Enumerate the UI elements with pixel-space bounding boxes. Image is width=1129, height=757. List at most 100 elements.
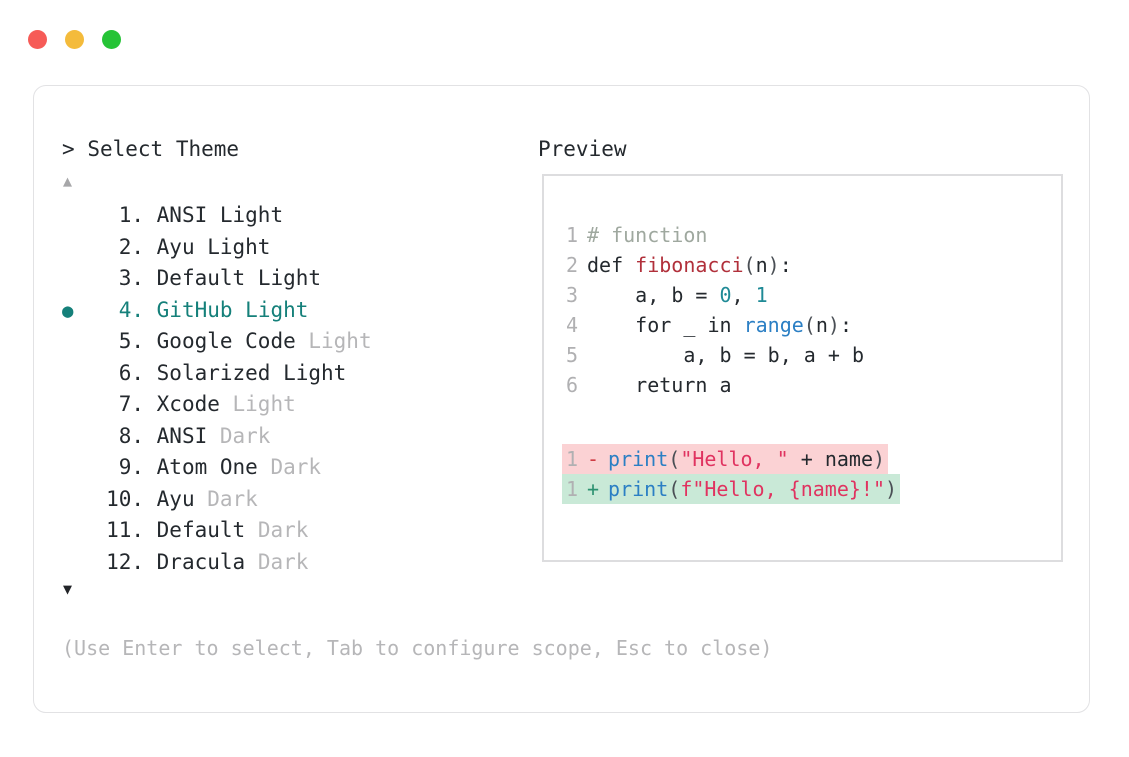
selection-bullet-icon: ● <box>62 264 92 296</box>
theme-list-item[interactable]: ●2. Ayu Light <box>62 232 512 264</box>
theme-list-item[interactable]: ●9. Atom One Dark <box>62 452 512 484</box>
code-line: 3 a, b = 0, 1 <box>562 280 1051 310</box>
code-token <box>813 447 825 471</box>
theme-list-item[interactable]: ●8. ANSI Dark <box>62 421 512 453</box>
theme-list-item[interactable]: ●12. Dracula Dark <box>62 547 512 579</box>
selection-bullet-icon: ● <box>62 548 92 580</box>
theme-list: ●1. ANSI Light●2. Ayu Light●3. Default L… <box>62 200 512 578</box>
code-token: ) <box>767 253 780 277</box>
code-token: : <box>779 253 792 277</box>
code-token: def <box>587 253 624 277</box>
theme-item-name: Google Code <box>156 329 309 353</box>
code-token: _ <box>683 313 696 337</box>
code-token: f"Hello, {name}!" <box>680 477 886 501</box>
theme-item-name: Solarized <box>156 360 284 385</box>
theme-item-index: 10. <box>106 486 144 511</box>
theme-list-pane: ▲ ●1. ANSI Light●2. Ayu Light●3. Default… <box>62 170 512 600</box>
theme-list-item[interactable]: ●3. Default Light <box>62 263 512 295</box>
theme-item-variant: Light <box>207 234 271 259</box>
theme-item-gap <box>144 200 157 232</box>
theme-list-item[interactable]: ●6. Solarized Light <box>62 358 512 390</box>
code-token: a <box>683 343 696 367</box>
scroll-down-arrow-icon[interactable]: ▼ <box>63 580 73 598</box>
code-token: b <box>719 343 732 367</box>
code-token: , <box>779 343 792 367</box>
code-token <box>683 283 695 307</box>
minimize-dot-icon[interactable] <box>65 30 84 49</box>
code-token: print <box>608 477 669 501</box>
theme-item-gap <box>144 263 157 295</box>
code-token <box>789 447 801 471</box>
diff-sign: - <box>587 447 600 471</box>
code-token: fibonacci <box>635 253 744 277</box>
code-token: ) <box>827 313 840 337</box>
code-token <box>756 343 768 367</box>
code-token: , <box>731 283 744 307</box>
selection-bullet-icon: ● <box>62 201 92 233</box>
code-token <box>816 343 828 367</box>
code-token <box>587 373 635 397</box>
code-token: ( <box>668 447 681 471</box>
code-token <box>744 283 756 307</box>
code-token <box>732 343 744 367</box>
code-token: # function <box>587 223 708 247</box>
code-token <box>659 283 671 307</box>
theme-item-gap <box>144 389 157 421</box>
theme-item-gap <box>144 358 157 390</box>
code-token <box>707 343 719 367</box>
theme-list-item[interactable]: ●5. Google Code Light <box>62 326 512 358</box>
code-token <box>623 253 635 277</box>
code-source: return a <box>578 370 732 400</box>
code-line: 4 for _ in range(n): <box>562 310 1051 340</box>
code-token: for <box>635 313 672 337</box>
preview-panel: 1 # function 2 def fibonacci ( n): 3 a, b = 0,… <box>542 174 1063 562</box>
code-token <box>695 313 707 337</box>
theme-item-variant: Light <box>232 392 296 416</box>
theme-list-item[interactable]: ●10. Ayu Dark <box>62 484 512 516</box>
selection-bullet-icon: ● <box>62 516 92 548</box>
line-number: 2 <box>565 253 578 277</box>
selection-bullet-icon: ● <box>62 453 92 485</box>
code-token: ) <box>885 477 898 501</box>
theme-list-item[interactable]: ●4. GitHub Light <box>62 295 512 327</box>
close-dot-icon[interactable] <box>28 30 47 49</box>
code-line: 5 a, b = b, a + b <box>562 340 1051 370</box>
code-token: b <box>851 343 865 367</box>
selection-bullet-icon: ● <box>62 359 92 391</box>
code-token: ) <box>873 447 886 471</box>
code-token <box>671 313 683 337</box>
code-token: n <box>755 253 768 277</box>
theme-item-gap <box>144 452 157 484</box>
selection-bullet-icon: ● <box>62 299 74 322</box>
diff-line-number: 1 <box>565 477 578 501</box>
theme-item-gap <box>144 326 157 358</box>
diff-line-added: 1+print(f"Hello, {name}!") <box>562 474 901 504</box>
theme-item-name: Xcode <box>156 392 233 416</box>
code-token <box>587 283 635 307</box>
theme-item-index: 6. <box>118 360 144 385</box>
theme-item-index: 9. <box>118 455 144 479</box>
scroll-up-arrow-icon[interactable]: ▲ <box>63 172 73 190</box>
code-token <box>587 313 635 337</box>
code-token: b <box>671 283 684 307</box>
page-title-space <box>75 137 88 161</box>
theme-item-gap <box>144 484 157 516</box>
code-token <box>792 343 804 367</box>
code-token: = <box>743 343 756 367</box>
theme-item-gap <box>144 421 157 453</box>
line-number: 5 <box>565 343 578 367</box>
theme-list-item[interactable]: ●7. Xcode Light <box>62 389 512 421</box>
maximize-dot-icon[interactable] <box>102 30 121 49</box>
code-token: , <box>647 283 660 307</box>
code-token: ( <box>803 313 816 337</box>
code-token <box>707 283 719 307</box>
code-token: return <box>635 373 708 397</box>
theme-list-item[interactable]: ●1. ANSI Light <box>62 200 512 232</box>
theme-item-name: Default <box>156 518 258 542</box>
theme-list-item[interactable]: ●11. Default Dark <box>62 515 512 547</box>
code-token: + <box>827 343 840 367</box>
theme-item-index: 11. <box>106 518 144 542</box>
code-token: a <box>719 373 732 397</box>
code-token: = <box>695 283 708 307</box>
